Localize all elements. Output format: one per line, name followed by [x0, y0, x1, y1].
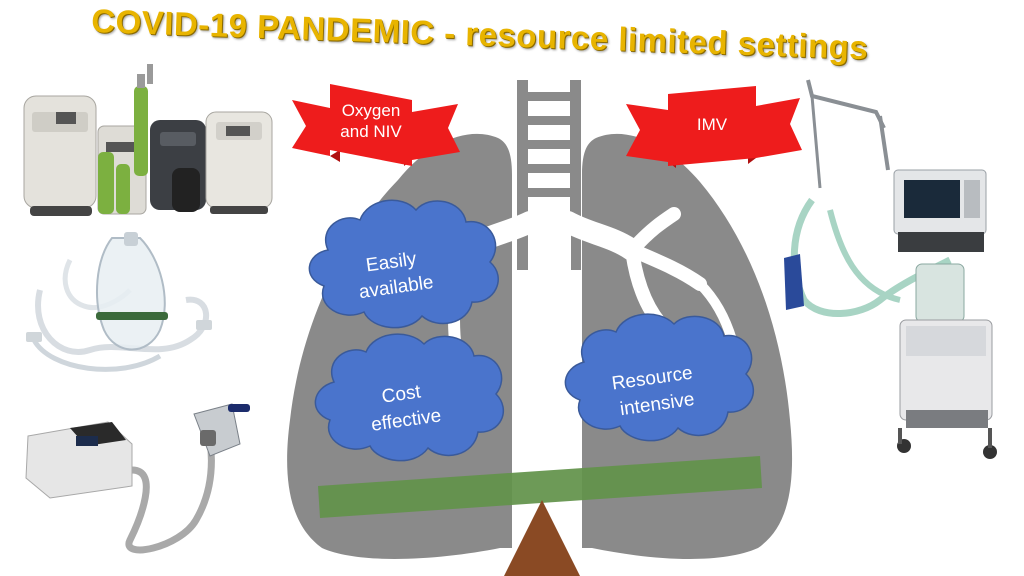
ribbon-left-line-2: and NIV — [340, 122, 402, 141]
trachea-rail-left — [517, 80, 528, 270]
trachea-rail-right — [570, 80, 581, 270]
cloud-easily-available: Easily available — [308, 199, 499, 329]
oxygen-concentrator-and-cylinders-icon — [23, 64, 273, 216]
ribbon-oxygen-niv: Oxygen and NIV — [292, 84, 460, 166]
cloud-cost-effective: Cost effective — [314, 333, 505, 462]
trachea-rungs — [517, 92, 581, 197]
seesaw-fulcrum — [504, 500, 580, 576]
ribbon-right-line-1: IMV — [697, 115, 728, 134]
ribbon-left-line-1: Oxygen — [342, 101, 401, 120]
cloud-resource-intensive: Resource intensive — [564, 313, 755, 442]
cpap-machine-icon — [25, 403, 250, 554]
ribbon-imv: IMV — [626, 86, 802, 168]
mechanical-ventilator-icon — [784, 79, 997, 459]
seesaw-beam — [318, 456, 762, 518]
oxygen-face-mask-icon — [26, 232, 212, 372]
